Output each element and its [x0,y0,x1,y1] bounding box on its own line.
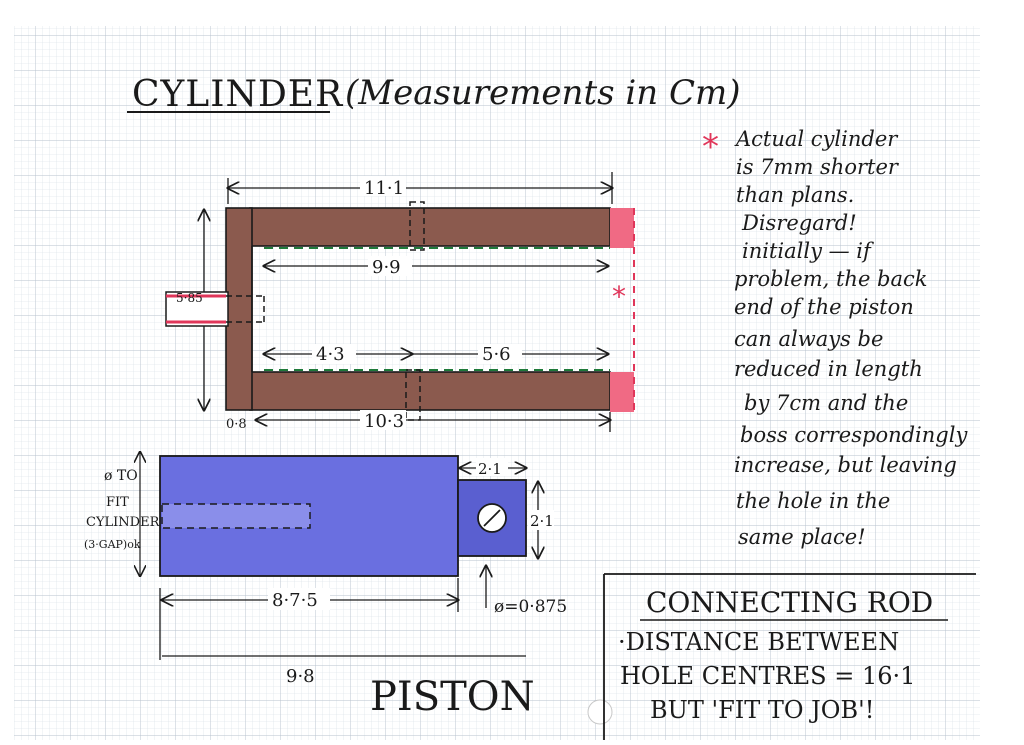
note-asterisk: * [702,127,719,167]
cut-asterisk: * [612,280,626,313]
rod-line-3: BUT 'FIT TO JOB'! [650,696,874,724]
piston-label: PISTON [370,674,535,720]
cylinder-end-cap [225,207,253,411]
fit-note-3: CYLINDER [86,515,161,530]
fit-note-2: FIT [106,495,129,510]
punch-hole [587,699,613,725]
cylinder-bottom-wall [249,371,611,411]
dim-body-length: 8·7·5 [272,590,318,611]
note-line-3: than plans. [736,183,854,207]
note-line-7: end of the piston [734,295,914,319]
fit-note-1: ø TO [104,468,138,484]
dim-overall-piston: 9·8 [286,666,315,687]
dim-port-diameter: 5·85 [176,291,203,305]
dim-bottom-length: 10·3 [364,411,404,432]
dim-boss-height: 2·1 [530,512,554,530]
title-sub: (Measurements in Cm) [345,73,740,113]
cylinder-drawing: 11·1 * 9·9 4·3 5·6 10·3 0·8 [165,172,635,432]
note-line-13: the hole in the [736,489,890,513]
cylinder-top-wall [249,207,611,247]
note-line-5: initially — if [742,239,874,263]
rod-line-2: HOLE CENTRES = 16·1 [620,662,915,690]
dim-seg-a: 4·3 [316,344,345,365]
fit-note-4: (3·GAP)ok [84,538,141,551]
dim-boss-width: 2·1 [478,460,502,478]
note-line-12: increase, but leaving [734,453,957,477]
title-main: CYLINDER [132,74,343,115]
note-line-6: problem, the back [734,267,928,291]
dim-wall: 0·8 [226,417,247,432]
note-line-14: same place! [738,525,866,549]
piston-drawing: 2·1 2·1 8·7·5 9·8 ø=0·875 ø TO FIT CYLIN… [84,452,567,720]
dim-hole-dia: ø=0·875 [494,597,567,617]
note-line-8: can always be [734,327,883,351]
cut-section-top [610,208,634,248]
note-line-10: by 7cm and the [744,391,908,415]
note-line-9: reduced in length [734,357,923,381]
dim-overall-length: 11·1 [364,178,404,199]
note-line-1: Actual cylinder [734,127,899,151]
dim-seg-b: 5·6 [482,344,511,365]
dim-inner-length: 9·9 [372,257,401,278]
connecting-rod-box: CONNECTING ROD ·DISTANCE BETWEEN HOLE CE… [603,573,976,740]
rod-line-1: ·DISTANCE BETWEEN [618,628,899,656]
note-line-2: is 7mm shorter [736,155,900,179]
note-line-11: boss correspondingly [740,423,968,447]
port-boss [165,291,229,327]
side-note: * Actual cylinder is 7mm shorter than pl… [702,127,968,549]
rod-title: CONNECTING ROD [646,586,933,619]
note-line-4: Disregard! [741,211,857,235]
cut-section-bottom [610,372,634,412]
piston-bore [161,503,311,529]
